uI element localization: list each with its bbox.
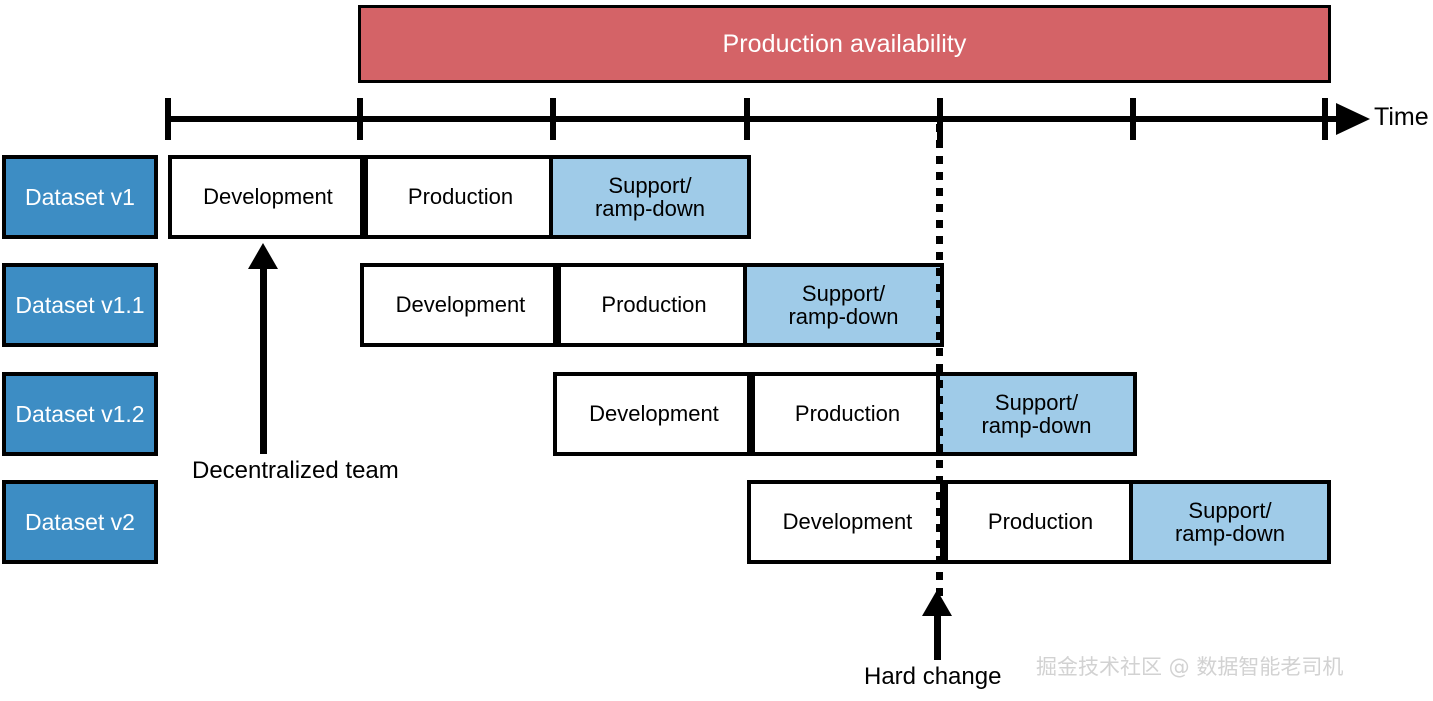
phase-label: Production <box>794 401 901 427</box>
phase-development[interactable]: Development <box>360 263 561 347</box>
phase-label: Development <box>395 292 526 318</box>
axis-tick-0 <box>165 98 171 140</box>
dataset-chip-label: Dataset v1.2 <box>15 400 145 427</box>
phase-label: Development <box>589 401 719 427</box>
dataset-chip[interactable]: Dataset v2 <box>2 480 158 564</box>
time-axis-line <box>168 116 1360 122</box>
phase-label: Development <box>203 184 333 210</box>
axis-tick-2 <box>550 98 556 140</box>
phase-support[interactable]: Support/ ramp-down <box>743 263 944 347</box>
phase-label: Production <box>987 509 1094 535</box>
axis-tick-5 <box>1130 98 1136 140</box>
dataset-chip[interactable]: Dataset v1.1 <box>2 263 158 347</box>
hard-change-guideline <box>936 124 943 602</box>
phase-support[interactable]: Support/ ramp-down <box>936 372 1137 456</box>
phase-label: Production <box>601 292 707 318</box>
axis-tick-1 <box>357 98 363 140</box>
axis-tick-6 <box>1322 98 1328 140</box>
phase-label: Development <box>782 509 913 535</box>
axis-tick-4 <box>937 98 943 140</box>
phase-label: Support/ ramp-down <box>1174 497 1286 546</box>
watermark-text: 掘金技术社区 @ 数据智能老司机 <box>1036 655 1344 679</box>
phase-development[interactable]: Development <box>553 372 755 456</box>
phase-support[interactable]: Support/ ramp-down <box>549 155 751 239</box>
phase-label: Production <box>407 184 514 210</box>
phase-production[interactable]: Production <box>747 372 948 456</box>
phase-development[interactable]: Development <box>747 480 948 564</box>
dataset-chip[interactable]: Dataset v1 <box>2 155 158 239</box>
up-arrow-head-icon <box>922 590 952 616</box>
phase-label: Support/ ramp-down <box>981 389 1092 438</box>
production-availability-label: Production availability <box>722 29 967 58</box>
production-availability-bar: Production availability <box>358 5 1331 83</box>
up-arrow-shaft-icon <box>934 615 941 660</box>
phase-production[interactable]: Production <box>940 480 1141 564</box>
phase-support[interactable]: Support/ ramp-down <box>1129 480 1331 564</box>
time-axis-label: Time <box>1374 103 1429 131</box>
time-arrow-icon <box>1336 103 1370 135</box>
decentralized-team-label: Decentralized team <box>192 457 399 484</box>
axis-tick-3 <box>744 98 750 140</box>
phase-label: Support/ ramp-down <box>594 172 706 221</box>
dataset-chip[interactable]: Dataset v1.2 <box>2 372 158 456</box>
up-arrow-head-icon <box>248 243 278 269</box>
up-arrow-shaft-icon <box>260 266 267 454</box>
phase-production[interactable]: Production <box>360 155 561 239</box>
phase-label: Support/ ramp-down <box>788 280 899 329</box>
hard-change-label: Hard change <box>864 663 1002 690</box>
dataset-chip-label: Dataset v1 <box>25 183 135 210</box>
dataset-chip-label: Dataset v2 <box>25 508 135 535</box>
dataset-chip-label: Dataset v1.1 <box>15 291 145 318</box>
phase-development[interactable]: Development <box>168 155 368 239</box>
phase-production[interactable]: Production <box>553 263 755 347</box>
